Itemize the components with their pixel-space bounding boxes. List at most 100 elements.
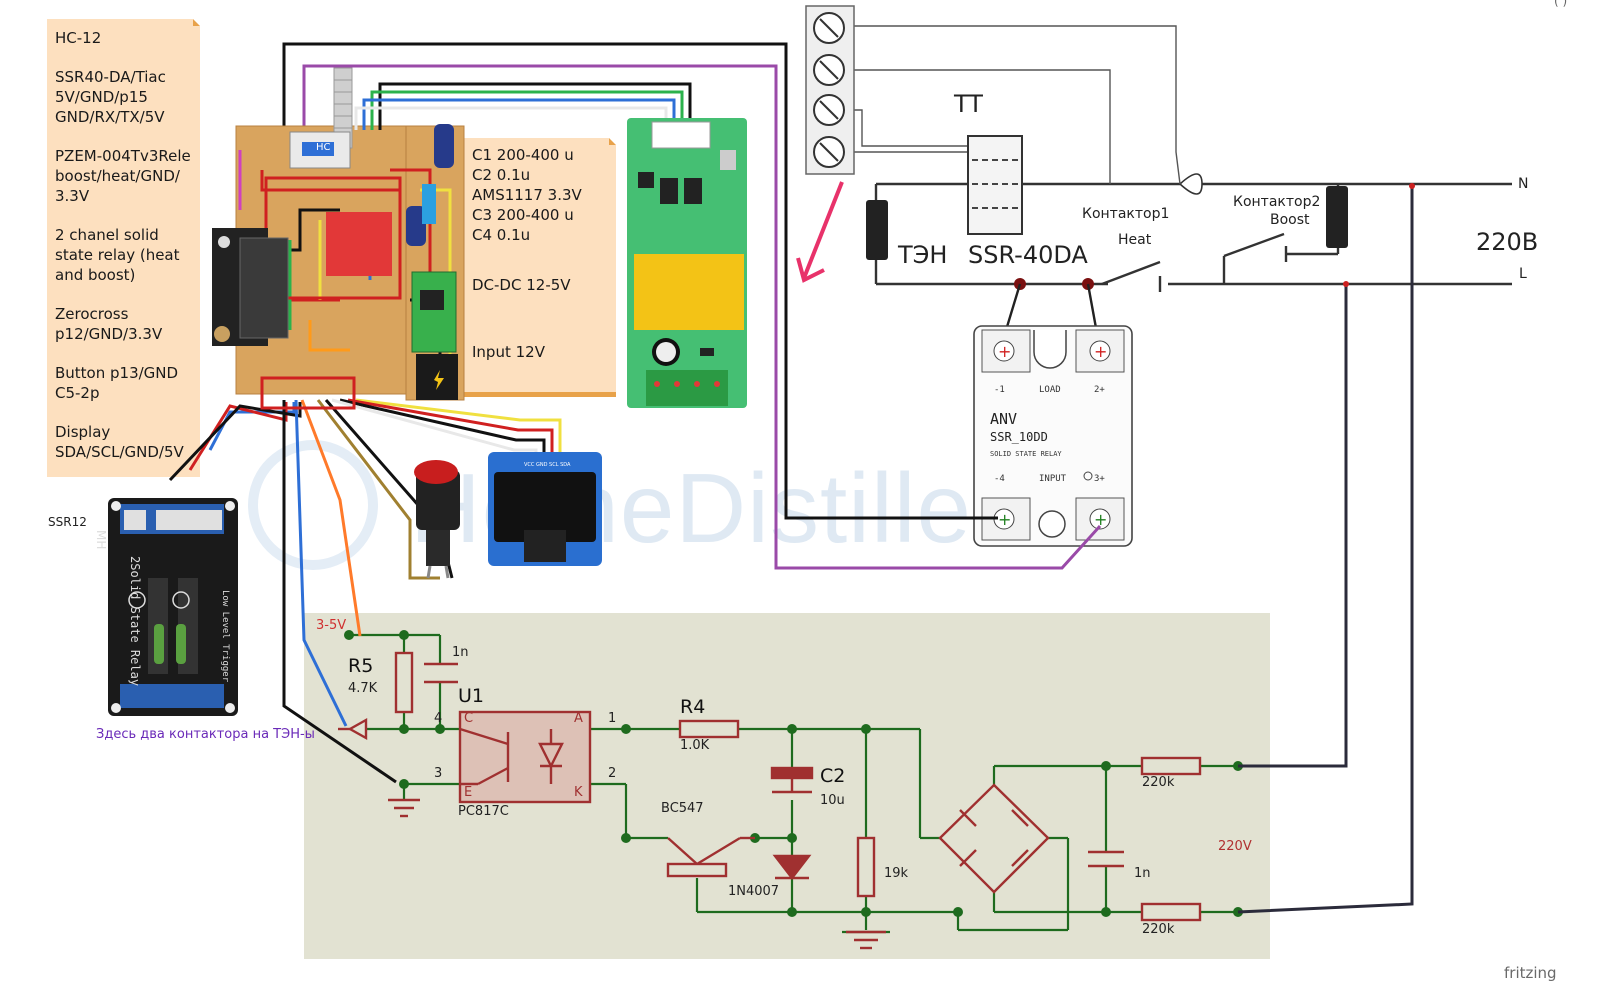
diode-1n4007 (772, 854, 812, 880)
contactor1-label: Контактор1 (1082, 206, 1170, 222)
wire-black-ssr (282, 42, 998, 520)
u1-pin2: 2 (608, 766, 617, 781)
note-display: Display SDA/SCL/GND/5V (55, 423, 184, 461)
left-note: HC-12 SSR40-DA/Tiac 5V/GND/p15 GND/RX/TX… (47, 19, 200, 477)
ssr-load: LOAD (1039, 385, 1061, 395)
r-220k-bottom (1140, 902, 1202, 922)
r4-resistor (678, 719, 740, 739)
note-button: Button p13/GND C5-2p (55, 364, 179, 402)
pink-arrow (802, 181, 844, 279)
note-caps: C1 200-400 u C2 0.1u AMS1117 3.3V C3 200… (472, 146, 582, 244)
r-220k-top-label: 220k (1142, 775, 1175, 790)
u1-pin-e: E (464, 785, 473, 800)
push-button (414, 460, 460, 579)
r19k-resistor (856, 836, 876, 898)
corner-mark: ( ) (1554, 0, 1568, 8)
bc547-base-bar (666, 862, 728, 878)
mosfet-module (326, 212, 392, 276)
vcc-label: 3-5V (316, 618, 347, 633)
u1-pin4: 4 (434, 711, 443, 726)
contactor2-label: Контактор2 (1233, 194, 1321, 210)
note-input: Input 12V (472, 343, 545, 361)
c2-cap-fill (770, 766, 814, 780)
svg-text:+: + (1094, 510, 1107, 529)
schematic-components (338, 651, 1202, 950)
pzem-module (627, 118, 747, 408)
r5-label: R5 (348, 655, 374, 677)
bridge-cap-label: 1n (1134, 866, 1151, 881)
u1-pin-k: K (574, 785, 583, 800)
ssr-pin2: 2+ (1094, 385, 1105, 395)
mains-label: 220V (1218, 839, 1252, 854)
diode-label: 1N4007 (728, 884, 780, 899)
bridge-rectifier (938, 783, 1050, 894)
note-relay: 2 chanel solid state relay (heat and boo… (55, 226, 180, 284)
note-pzem: PZEM-004Tv3Rele boost/heat/GND/ 3.3V (55, 147, 191, 205)
svg-text:+: + (1094, 342, 1107, 361)
vcc-arrow (347, 717, 368, 741)
wire-live-down (1238, 284, 1348, 768)
r5-value: 4.7K (348, 681, 378, 696)
middle-note-bottom-edge (464, 392, 616, 397)
u1-pin3: 3 (434, 766, 443, 781)
terminal-wiring (848, 25, 1181, 185)
fritzing-footer: fritzing (1504, 964, 1557, 982)
wire-neutral-down (1237, 184, 1414, 914)
middle-note-fold (609, 138, 616, 145)
live-label: L (1519, 266, 1527, 282)
c2-label: C2 (820, 765, 846, 787)
u1-optocoupler (458, 710, 592, 804)
relay-board-header: MH (94, 530, 108, 550)
mains-wiring (874, 173, 1512, 292)
boost-label: Boost (1270, 212, 1310, 228)
middle-note: C1 200-400 u C2 0.1u AMS1117 3.3V C3 200… (464, 138, 616, 395)
u1-pin-c: C (464, 711, 474, 726)
ssr-brand: ANV (990, 410, 1018, 428)
ssr-pin3: 3+ (1094, 474, 1105, 484)
wire-purple-ssr (302, 64, 1102, 570)
ssr-device: + + + + (973, 325, 1133, 547)
note-ssr40: SSR40-DA/Tiac 5V/GND/p15 GND/RX/TX/5V (55, 68, 166, 126)
relay-board (108, 498, 238, 716)
oled-display (488, 452, 602, 566)
r-220k-top (1140, 756, 1202, 776)
oled-pin-labels: VCC GND SCL SDA (524, 462, 571, 468)
dcdc-module (411, 271, 457, 353)
capacitors (406, 124, 454, 246)
watermark-logo (248, 440, 378, 570)
schematic-junctions (344, 630, 1243, 917)
note-zerocross: Zerocross p12/GND/3.3V (55, 305, 163, 343)
u1-part: PC817C (458, 804, 509, 819)
r4-label: R4 (680, 696, 706, 718)
heater-element (866, 186, 1348, 260)
svg-text:+: + (998, 510, 1011, 529)
ssr-model: SSR_10DD (990, 430, 1048, 444)
voltage-label: 220В (1476, 228, 1539, 256)
relay-board-side-label: SSR12 (48, 515, 87, 529)
board-mark: HC (316, 142, 331, 153)
relay-board-trigger: Low Level Trigger (220, 590, 230, 683)
r19k-label: 19k (884, 866, 909, 881)
ssr-input: INPUT (1039, 474, 1067, 484)
neutral-label: N (1518, 176, 1529, 192)
heat-label: Heat (1118, 232, 1152, 248)
u1-pin-a: A (574, 711, 583, 726)
svg-text:+: + (998, 342, 1011, 361)
terminal-block (805, 5, 855, 175)
transistor-label: BC547 (661, 801, 704, 816)
ssr-pin4: -4 (994, 474, 1005, 484)
relay-board-title: 2Solid State Relay (128, 556, 142, 687)
u1-label: U1 (458, 685, 484, 707)
r5-resistor (394, 651, 414, 714)
heater-label: ТЭН (898, 241, 948, 269)
left-note-fold (193, 19, 200, 26)
c1-value: 1n (452, 645, 469, 660)
ssr-subtitle: SOLID STATE RELAY (990, 450, 1062, 458)
r4-value: 1.0K (680, 738, 710, 753)
ssr-label: SSR-40DA (968, 241, 1088, 269)
tt-label: TT (954, 90, 983, 118)
ssr-pin1: -1 (994, 385, 1005, 395)
c2-value: 10u (820, 793, 845, 808)
